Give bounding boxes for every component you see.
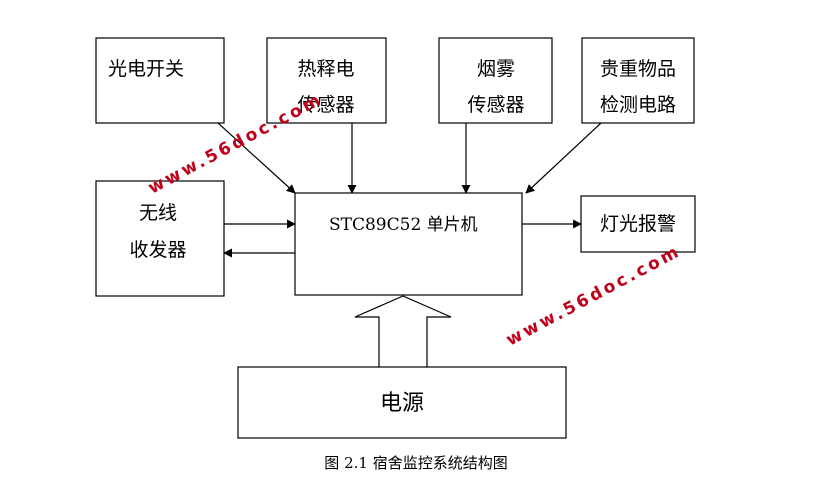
mcu-label: STC89C52 单片机 <box>329 215 478 235</box>
power-box: 电源 <box>237 366 567 439</box>
photo-switch-box: 光电开关 <box>95 37 225 124</box>
wireless-label-line1: 无线 <box>139 202 177 224</box>
smoke-sensor-box: 烟雾 传感器 <box>438 37 553 124</box>
smoke-label-line1: 烟雾 <box>477 58 515 80</box>
power-supply-hollow-arrow <box>354 295 452 367</box>
arrow-photo-to-mcu <box>217 122 296 194</box>
wireless-transceiver-box: 无线 收发器 <box>95 180 225 297</box>
watermark-right: www.56doc.com <box>503 241 685 350</box>
smoke-label-line2: 传感器 <box>467 94 524 116</box>
pyroelectric-sensor-box: 热释电 传感器 <box>266 37 387 124</box>
valuables-label-line1: 贵重物品 <box>600 58 676 80</box>
alarm-label: 灯光报警 <box>600 213 676 235</box>
photo-switch-label: 光电开关 <box>108 58 184 80</box>
valuables-detect-box: 贵重物品 检测电路 <box>581 37 695 124</box>
pyro-label-line2: 传感器 <box>297 94 354 116</box>
arrow-valuables-to-mcu <box>525 122 602 194</box>
power-label: 电源 <box>380 391 424 416</box>
light-alarm-box: 灯光报警 <box>580 195 696 253</box>
wireless-label-line2: 收发器 <box>129 239 186 261</box>
figure-caption: 图 2.1 宿舍监控系统结构图 <box>324 454 507 472</box>
mcu-box: STC89C52 单片机 <box>294 192 523 296</box>
pyro-label-line1: 热释电 <box>297 58 354 80</box>
valuables-label-line2: 检测电路 <box>600 94 676 116</box>
